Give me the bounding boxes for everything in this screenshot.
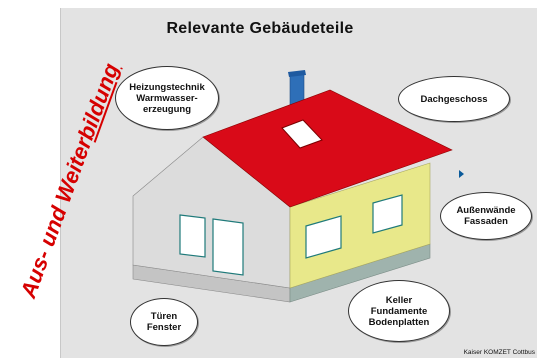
bubble-heizungstechnik: Heizungstechnik Warmwasser- erzeugung (115, 66, 219, 130)
gable-window (179, 214, 206, 258)
side-window-2 (372, 194, 403, 234)
bullet-arrow-icon (459, 170, 464, 178)
bubble-dachgeschoss: Dachgeschoss (398, 76, 510, 122)
bubble-aussenwaende: Außenwände Fassaden (440, 192, 532, 240)
credit-text: Kaiser KOMZET Cottbus (463, 349, 535, 356)
gable-door (212, 218, 244, 276)
side-window-1 (305, 215, 342, 259)
bubble-tueren-fenster: Türen Fenster (130, 298, 198, 346)
chimney-top (288, 70, 306, 77)
bubble-keller: Keller Fundamente Bodenplatten (348, 280, 450, 342)
roof-skylight (281, 119, 323, 149)
side-wall (289, 162, 431, 289)
roof (202, 89, 453, 208)
slide-title: Relevante Gebäudeteile (166, 20, 354, 37)
